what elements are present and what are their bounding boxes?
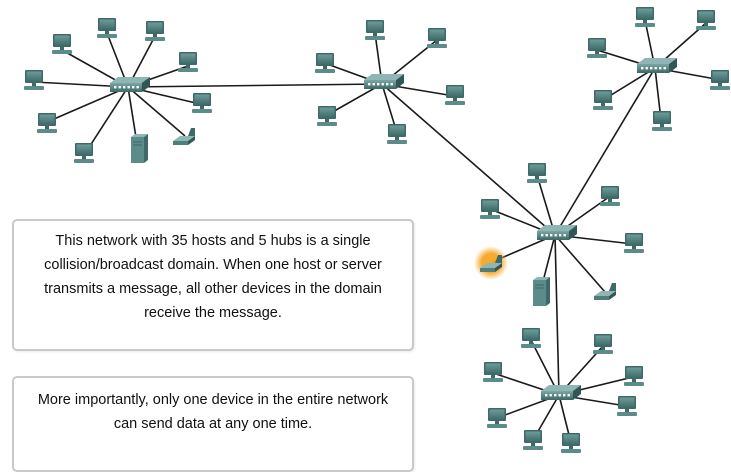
pc-icon: [487, 408, 507, 428]
pc-icon: [74, 143, 94, 163]
laptop-icon: [594, 283, 616, 300]
single-sender-callout: More importantly, only one device in the…: [12, 376, 414, 472]
pc-icon: [523, 430, 543, 450]
pc-icon: [617, 396, 637, 416]
pc-icon: [593, 334, 613, 354]
pc-icon: [37, 113, 57, 133]
pc-icon: [593, 90, 613, 110]
pc-icon: [624, 366, 644, 386]
hub-5: [541, 385, 581, 400]
pc-icon: [145, 21, 165, 41]
pc-icon: [24, 70, 44, 90]
pc-icon: [178, 52, 198, 72]
single-sender-text: More importantly, only one device in the…: [37, 392, 389, 432]
server-icon: [532, 276, 551, 307]
pc-icon: [317, 106, 337, 126]
pc-icon: [387, 124, 407, 144]
pc-icon: [652, 111, 672, 131]
pc-icon: [696, 10, 716, 30]
hub-2: [364, 74, 404, 89]
pc-icon: [561, 433, 581, 453]
laptop-icon: [173, 128, 195, 145]
collision-domain-callout: This network with 35 hosts and 5 hubs is…: [12, 219, 414, 351]
pc-icon: [192, 93, 212, 113]
pc-icon: [600, 186, 620, 206]
highlighted-host: [474, 246, 508, 280]
hub-1: [110, 77, 150, 92]
link-hub2-hub4: [381, 83, 556, 236]
pc-icon: [635, 7, 655, 27]
pc-icon: [527, 163, 547, 183]
link-hub1-hub2: [127, 83, 383, 88]
pc-icon: [445, 85, 465, 105]
link-hub4-hub5: [554, 234, 560, 396]
pc-icon: [315, 53, 335, 73]
hub-4-devices: [474, 163, 644, 307]
pc-icon: [427, 28, 447, 48]
pc-icon: [624, 233, 644, 253]
pc-icon: [587, 38, 607, 58]
server-icon: [130, 133, 149, 164]
pc-icon: [483, 362, 503, 382]
pc-icon: [97, 18, 117, 38]
pc-icon: [521, 328, 541, 348]
pc-icon: [480, 199, 500, 219]
pc-icon: [710, 70, 730, 90]
hub-3: [637, 58, 677, 73]
link-hub3-hub4: [554, 67, 656, 236]
hub-4: [537, 225, 577, 240]
collision-domain-text: This network with 35 hosts and 5 hubs is…: [44, 233, 382, 321]
pc-icon: [365, 20, 385, 40]
pc-icon: [52, 34, 72, 54]
